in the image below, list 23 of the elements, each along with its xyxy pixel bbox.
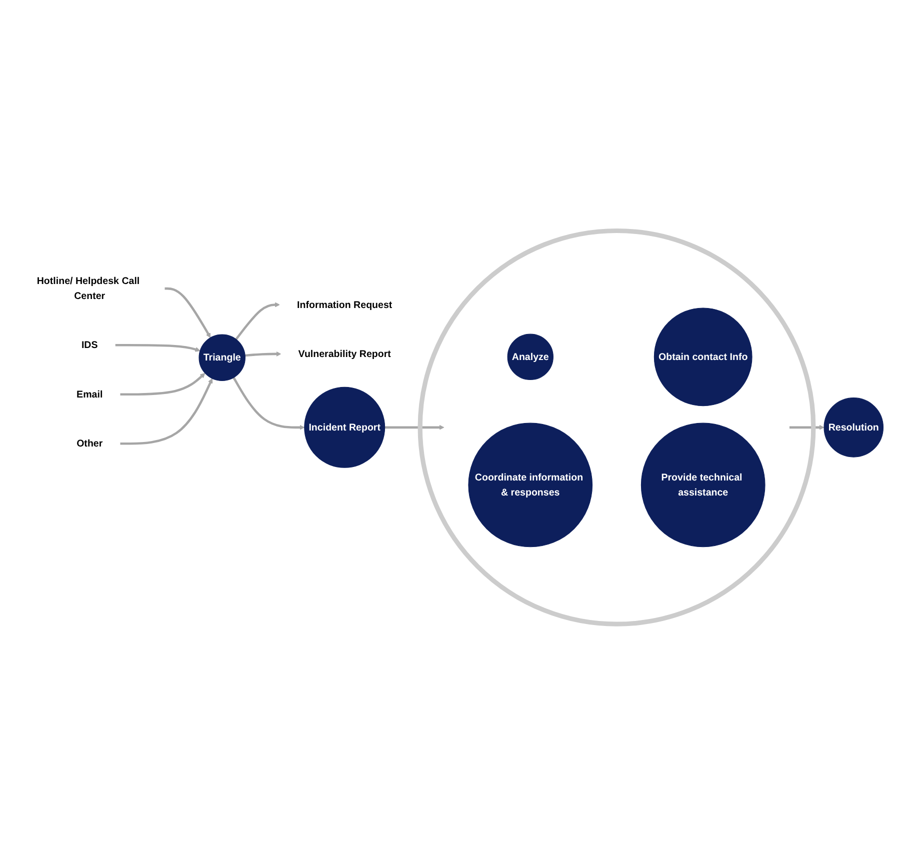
node-circle: Obtain contact Info	[653, 308, 752, 406]
arrow	[164, 287, 210, 338]
node-circle: Resolution	[823, 398, 884, 458]
node-text: Information Request	[296, 299, 392, 310]
node-text: Email	[76, 388, 102, 400]
node-text: IDS	[80, 340, 98, 351]
arrow	[232, 377, 304, 430]
arrow	[244, 352, 281, 357]
node-text: Vulnerability Report	[298, 348, 390, 360]
arrow	[114, 344, 200, 352]
arrow	[234, 302, 280, 340]
node-circle: Analyze	[506, 334, 553, 380]
arrow	[119, 373, 205, 396]
arrow	[384, 424, 444, 430]
node-circle: Coordinate information & responses	[468, 422, 592, 548]
cluster	[417, 228, 816, 626]
node-circle: Provide technical assistance	[640, 422, 765, 548]
node-circle: Incident Report	[304, 387, 385, 468]
node-text: Hotline/ Helpdesk Call Center	[36, 276, 140, 302]
node-text: Other	[76, 438, 102, 449]
arrow	[119, 378, 212, 445]
arrow	[788, 424, 824, 430]
node-circle: Triangle	[198, 334, 245, 382]
